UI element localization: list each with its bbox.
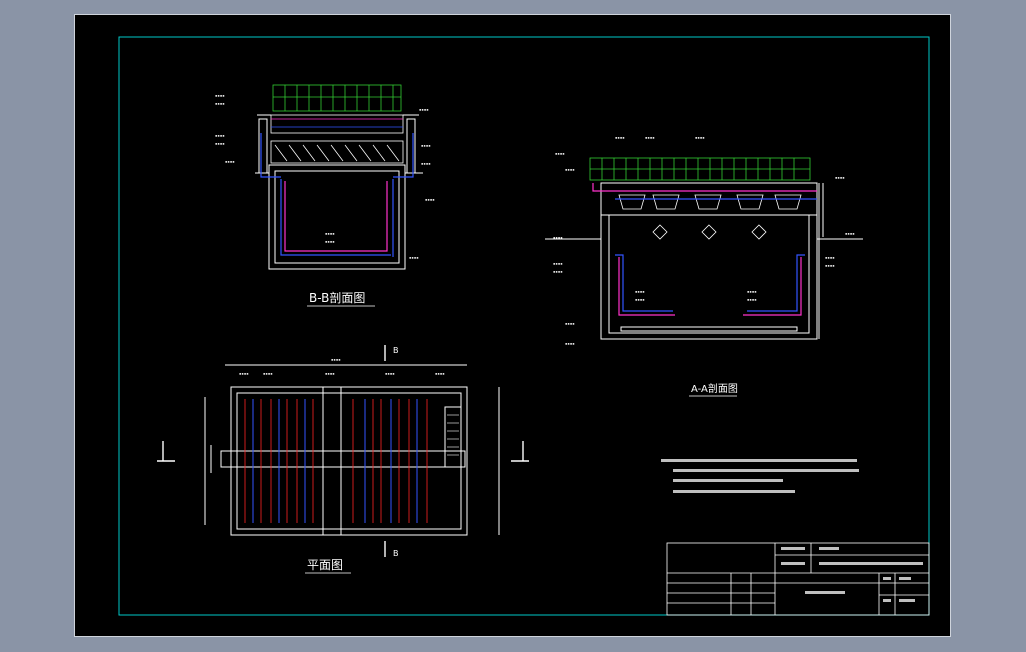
- bb-tank: [255, 114, 423, 270]
- svg-text:▪▪▪▪: ▪▪▪▪: [215, 133, 225, 138]
- svg-text:▪▪▪▪: ▪▪▪▪: [565, 341, 575, 346]
- svg-text:▪▪▪▪: ▪▪▪▪: [325, 371, 335, 376]
- svg-text:▪▪▪▪: ▪▪▪▪: [215, 141, 225, 146]
- svg-text:▪▪▪▪: ▪▪▪▪: [421, 143, 431, 148]
- svg-text:▪▪▪▪: ▪▪▪▪: [835, 175, 845, 180]
- bb-pipes: [260, 133, 414, 257]
- svg-text:▪▪▪▪: ▪▪▪▪: [419, 107, 429, 112]
- svg-text:▪▪▪▪: ▪▪▪▪: [553, 269, 563, 274]
- title-block: [666, 542, 930, 616]
- svg-text:▪▪▪▪: ▪▪▪▪: [553, 261, 563, 266]
- plan-title: 平面图: [307, 558, 343, 572]
- svg-text:▪▪▪▪: ▪▪▪▪: [239, 371, 249, 376]
- svg-text:▪▪▪▪: ▪▪▪▪: [425, 197, 435, 202]
- section-cut-markers: [157, 345, 529, 557]
- svg-text:▪▪▪▪: ▪▪▪▪: [695, 135, 705, 140]
- svg-text:▪▪▪▪: ▪▪▪▪: [331, 357, 341, 362]
- svg-text:▪▪▪▪: ▪▪▪▪: [325, 239, 335, 244]
- svg-text:▪▪▪▪: ▪▪▪▪: [421, 161, 431, 166]
- svg-text:▪▪▪▪: ▪▪▪▪: [747, 289, 757, 294]
- section-mark-top: B: [393, 346, 399, 355]
- aa-tank: [545, 182, 863, 340]
- aa-grating: [589, 157, 811, 181]
- svg-text:▪▪▪▪: ▪▪▪▪: [845, 231, 855, 236]
- aa-annotations: ▪▪▪▪ ▪▪▪▪ ▪▪▪▪ ▪▪▪▪ ▪▪▪▪ ▪▪▪▪ ▪▪▪▪ ▪▪▪▪ …: [553, 135, 855, 346]
- svg-text:▪▪▪▪: ▪▪▪▪: [747, 297, 757, 302]
- svg-text:▪▪▪▪: ▪▪▪▪: [215, 101, 225, 106]
- bb-section: ▪▪▪▪ ▪▪▪▪ ▪▪▪▪ ▪▪▪▪ ▪▪▪▪ ▪▪▪▪ ▪▪▪▪ ▪▪▪▪ …: [215, 84, 435, 307]
- svg-text:▪▪▪▪: ▪▪▪▪: [825, 255, 835, 260]
- plan-view: B B ▪▪▪▪ ▪▪▪▪ ▪▪▪▪ ▪▪▪▪ ▪▪▪▪ ▪▪▪▪ 平面图: [157, 345, 529, 574]
- svg-text:▪▪▪▪: ▪▪▪▪: [325, 231, 335, 236]
- svg-text:▪▪▪▪: ▪▪▪▪: [385, 371, 395, 376]
- svg-text:▪▪▪▪: ▪▪▪▪: [555, 151, 565, 156]
- plan-pipes-red: [244, 399, 428, 523]
- plan-pipes-blue: [252, 399, 418, 523]
- svg-text:▪▪▪▪: ▪▪▪▪: [435, 371, 445, 376]
- inner-border: [118, 36, 930, 616]
- svg-text:▪▪▪▪: ▪▪▪▪: [825, 263, 835, 268]
- svg-text:▪▪▪▪: ▪▪▪▪: [409, 255, 419, 260]
- svg-text:▪▪▪▪: ▪▪▪▪: [215, 93, 225, 98]
- title-block-text: [781, 547, 923, 602]
- svg-text:▪▪▪▪: ▪▪▪▪: [615, 135, 625, 140]
- plan-outline: [204, 364, 500, 536]
- bb-grating: [272, 84, 402, 112]
- plan-annotations: ▪▪▪▪ ▪▪▪▪ ▪▪▪▪ ▪▪▪▪ ▪▪▪▪ ▪▪▪▪: [239, 357, 445, 376]
- plan-stairs: [447, 414, 459, 456]
- aa-section: ▪▪▪▪ ▪▪▪▪ ▪▪▪▪ ▪▪▪▪ ▪▪▪▪ ▪▪▪▪ ▪▪▪▪ ▪▪▪▪ …: [545, 135, 863, 397]
- svg-text:▪▪▪▪: ▪▪▪▪: [263, 371, 273, 376]
- bb-slabs: [270, 114, 404, 164]
- bb-annotations: ▪▪▪▪ ▪▪▪▪ ▪▪▪▪ ▪▪▪▪ ▪▪▪▪ ▪▪▪▪ ▪▪▪▪ ▪▪▪▪ …: [215, 93, 435, 260]
- bb-section-title: B-B剖面图: [309, 291, 365, 305]
- svg-text:▪▪▪▪: ▪▪▪▪: [635, 297, 645, 302]
- cad-drawing: ▪▪▪▪ ▪▪▪▪ ▪▪▪▪ ▪▪▪▪ ▪▪▪▪ ▪▪▪▪ ▪▪▪▪ ▪▪▪▪ …: [118, 36, 930, 616]
- aa-section-title: A-A剖面图: [691, 382, 738, 395]
- svg-text:▪▪▪▪: ▪▪▪▪: [225, 159, 235, 164]
- svg-text:▪▪▪▪: ▪▪▪▪: [565, 167, 575, 172]
- notes-block: [661, 459, 859, 493]
- section-mark-bottom: B: [393, 549, 399, 558]
- svg-text:▪▪▪▪: ▪▪▪▪: [645, 135, 655, 140]
- svg-text:▪▪▪▪: ▪▪▪▪: [565, 321, 575, 326]
- drawing-frame: ▪▪▪▪ ▪▪▪▪ ▪▪▪▪ ▪▪▪▪ ▪▪▪▪ ▪▪▪▪ ▪▪▪▪ ▪▪▪▪ …: [74, 14, 951, 637]
- aa-pipes: [592, 183, 817, 316]
- svg-text:▪▪▪▪: ▪▪▪▪: [635, 289, 645, 294]
- svg-text:▪▪▪▪: ▪▪▪▪: [553, 235, 563, 240]
- aa-hoppers: [618, 194, 802, 240]
